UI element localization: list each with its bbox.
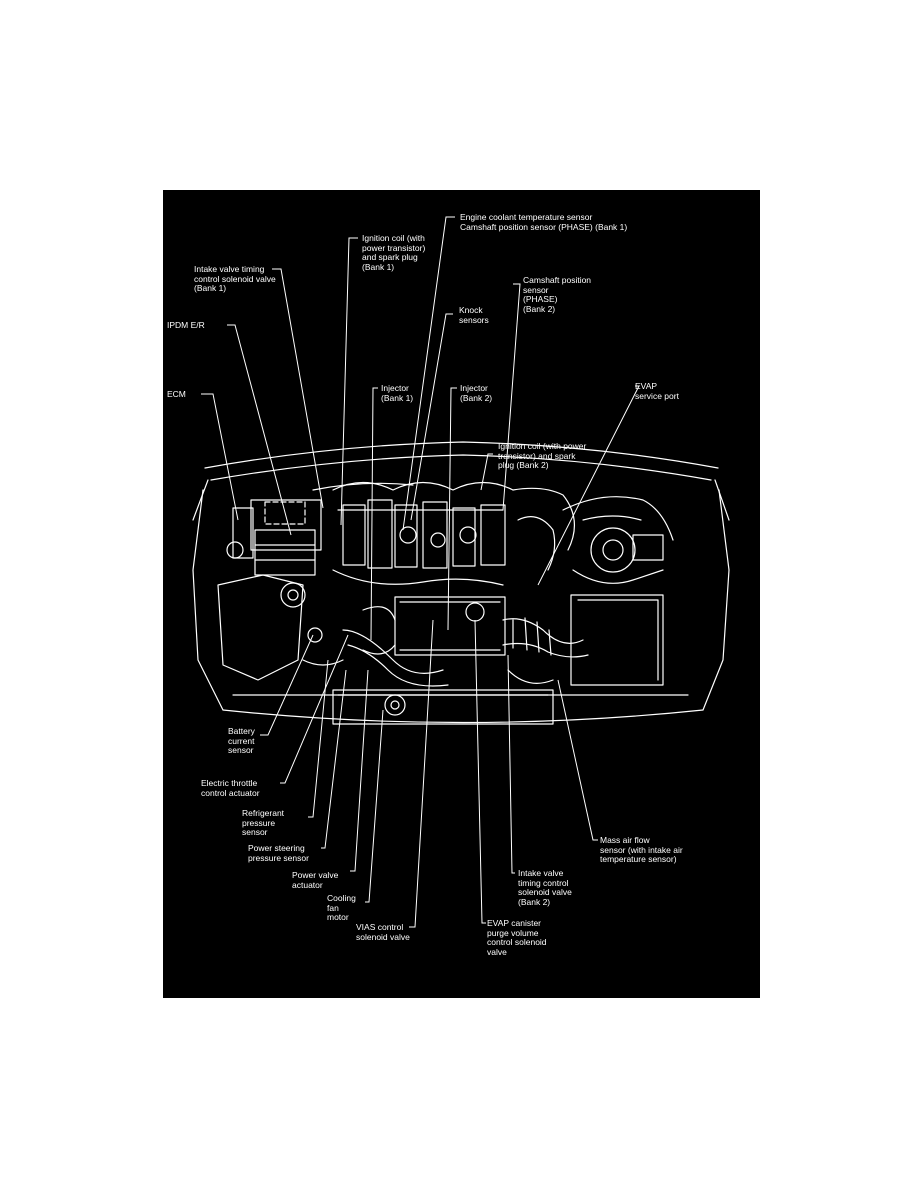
label-camshaft-bank2: Camshaft position sensor (PHASE) (Bank 2…: [523, 275, 592, 314]
ecm-unit: [226, 507, 254, 559]
hoses: [302, 482, 575, 684]
label-ignition-coil-bank1: Ignition coil (with power transistor) an…: [362, 233, 426, 272]
brake-reservoir-area: [562, 496, 674, 584]
air-cleaner-box: [570, 594, 664, 686]
engine-block: [332, 481, 514, 586]
label-electric-throttle-actuator: Electric throttle control actuator: [201, 778, 260, 798]
label-intake-valve-timing-bank1: Intake valve timing control solenoid val…: [194, 264, 276, 293]
label-ipdm-er: IPDM E/R: [167, 320, 205, 330]
engine-compartment-diagram: Intake valve timing control solenoid val…: [163, 190, 760, 998]
leader-lines: [201, 216, 640, 928]
battery-area: [217, 574, 323, 681]
label-battery-current-sensor: Battery current sensor: [228, 726, 255, 755]
label-vias-control-valve: VIAS control solenoid valve: [356, 922, 410, 942]
label-injector-bank2: Injector (Bank 2): [460, 383, 493, 403]
label-evap-service-port: EVAP service port: [635, 381, 679, 401]
label-knock-sensors: Knock sensors: [459, 305, 489, 325]
label-power-steering-sensor: Power steering pressure sensor: [248, 843, 309, 863]
radiator-support: [332, 689, 554, 725]
air-intake-duct: [502, 617, 589, 658]
vehicle-body-outline: [192, 441, 730, 724]
label-ignition-coil-bank2: Ignition coil (with power transistor) an…: [498, 441, 587, 470]
label-ecm: ECM: [167, 389, 186, 399]
label-coolant-camshaft-bank1: Engine coolant temperature sensor Camsha…: [460, 212, 628, 232]
label-injector-bank1: Injector (Bank 1): [381, 383, 414, 403]
label-power-valve-actuator: Power valve actuator: [292, 870, 339, 890]
ipdm-box: [250, 499, 322, 576]
engine-compartment-drawing: [192, 216, 730, 928]
label-cooling-fan-motor: Cooling fan motor: [327, 893, 356, 922]
label-intake-valve-timing-bank2: Intake valve timing control solenoid val…: [518, 868, 572, 907]
label-mass-air-flow-sensor: Mass air flow sensor (with intake air te…: [600, 835, 683, 864]
label-refrigerant-pressure-sensor: Refrigerant pressure sensor: [242, 808, 285, 837]
intake-collector: [342, 596, 506, 687]
label-evap-canister-valve: EVAP canister purge volume control solen…: [487, 918, 547, 957]
